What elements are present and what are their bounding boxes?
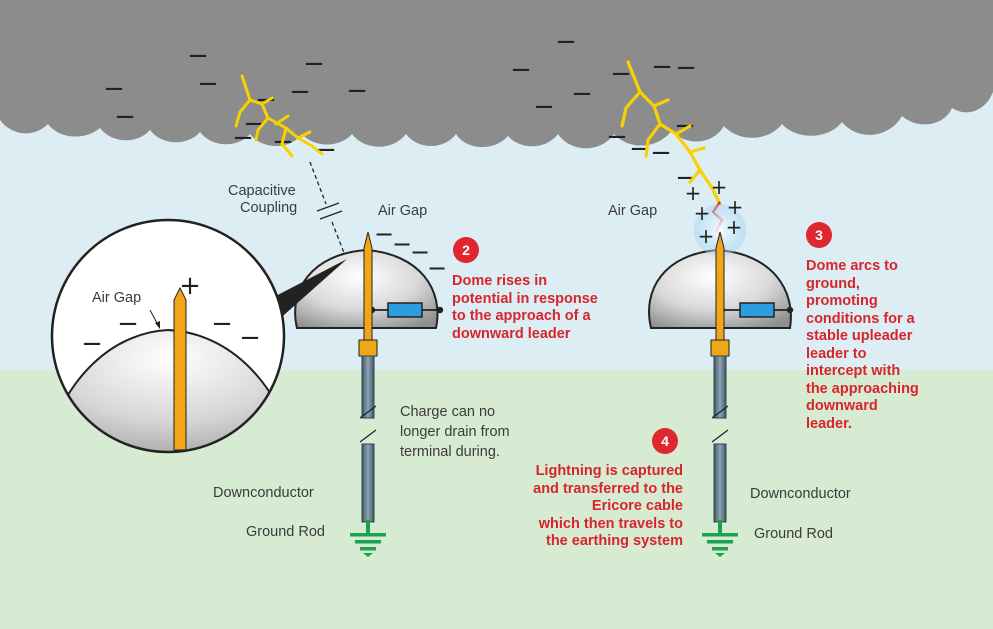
step-4-line-3: Ericore cable (591, 498, 683, 514)
terminal-base-left (358, 339, 378, 357)
cloud-minus-sign: − (187, 41, 209, 71)
cloud-minus-sign: − (232, 123, 254, 153)
step-3-line-7: intercept with (806, 363, 901, 379)
step-3-line-5: stable upleader (806, 328, 913, 344)
label-coupling: Coupling (240, 200, 298, 216)
label-ground-rod-right: Ground Rod (754, 526, 833, 542)
step-3-line-6: leader to (806, 345, 867, 362)
resistor-left (387, 302, 423, 318)
air-terminal-right (715, 231, 725, 341)
dome-minus-sign: − (427, 254, 447, 282)
cloud-minus-sign: − (289, 77, 311, 107)
step-2-line-2: potential in response (452, 290, 598, 307)
right-terminal-unit: ++++++ (648, 175, 794, 557)
cloud-minus-sign: − (675, 163, 697, 193)
step-4-line-4: which then travels to (538, 515, 683, 532)
zoom-negative-charges: −−−−+ (81, 271, 261, 359)
cloud-minus-sign: − (346, 76, 368, 106)
lightning-bolt-left (234, 74, 324, 158)
step-3-line-10: leader. (806, 415, 852, 432)
cloud-minus-sign: − (651, 52, 673, 82)
downconductor-left-lower (361, 443, 375, 523)
zoom-minus-sign: − (117, 309, 139, 339)
step-2-line-3: to the approach of a (452, 308, 591, 324)
cloud-minus-sign: − (315, 135, 337, 165)
resistor-right (739, 302, 775, 318)
plus-sign: + (694, 201, 711, 225)
label-air-gap-left: Air Gap (378, 203, 428, 219)
storm-cloud (0, 0, 993, 149)
step-3-line-2: ground, (806, 275, 860, 292)
cloud-minus-sign: − (610, 59, 632, 89)
step-4-text: Lightning is captured and transferred to… (533, 463, 683, 551)
zoom-minus-sign: − (239, 323, 261, 353)
label-downconductor-right: Downconductor (750, 486, 851, 502)
label-charge-2: longer drain from (400, 424, 510, 440)
step-4-line-1: Lightning is captured (535, 463, 683, 479)
capacitive-coupling-line (309, 161, 347, 259)
dome-minus-sign: − (392, 230, 412, 258)
step-2-line-4: downward leader (452, 325, 571, 342)
step-4-line-5: the earthing system (546, 533, 683, 549)
terminal-base-right (710, 339, 730, 357)
cloud-minus-sign: − (303, 49, 325, 79)
cloud-minus-sign: − (197, 69, 219, 99)
label-charge-3: terminal during. (400, 444, 500, 460)
cloud-minus-sign: − (555, 27, 577, 57)
step-3-line-9: downward (806, 398, 878, 414)
step-3-line-3: promoting (806, 293, 878, 309)
step-3-badge: 3 (806, 222, 832, 248)
cloud-minus-sign: − (243, 109, 265, 139)
plus-sign: + (711, 175, 728, 199)
zoom-plus-sign: + (179, 271, 201, 301)
step-4-line-2: and transferred to the (533, 480, 683, 497)
zoom-callout-wedge (268, 259, 347, 322)
step-3-line-8: the approaching (806, 380, 919, 397)
label-capacitive: Capacitive (228, 183, 296, 199)
earth-symbol-left (350, 520, 386, 557)
positive-charges: ++++++ (685, 175, 744, 248)
downconductor-left-upper (361, 355, 375, 419)
label-air-gap-zoom: Air Gap (92, 290, 142, 306)
cloud-minus-sign: − (103, 74, 125, 104)
step-4-badge: 4 (652, 428, 678, 454)
dome-left-negative-charges: −−−− (374, 220, 447, 282)
step-3-line-4: conditions for a (806, 310, 915, 327)
plus-sign: + (726, 215, 743, 239)
lightning-bolt-right (620, 60, 722, 206)
step-2-line-1: Dome rises in (452, 273, 548, 289)
label-ground-rod-left: Ground Rod (246, 524, 325, 540)
plus-sign: + (698, 224, 715, 248)
air-terminal-left (363, 231, 373, 341)
cloud-minus-sign: − (606, 122, 628, 152)
cloud-minus-sign: − (510, 55, 532, 85)
step-2-badge: 2 (453, 237, 479, 263)
label-charge-1: Charge can no (400, 404, 496, 420)
label-air-gap-right: Air Gap (608, 203, 658, 219)
zoom-terminal (173, 286, 187, 451)
cloud-minus-sign: − (533, 92, 555, 122)
plus-sign: + (685, 181, 702, 205)
downconductor-right-upper (713, 355, 727, 419)
cloud-minus-sign: − (571, 79, 593, 109)
cloud-minus-sign: − (675, 53, 697, 83)
dome-minus-sign: − (374, 220, 394, 248)
downconductor-right-lower (713, 443, 727, 523)
step-3-line-1: Dome arcs to (806, 258, 898, 274)
earth-symbol-right (702, 520, 738, 557)
plus-sign: + (727, 195, 744, 219)
cloud-minus-sign: − (650, 138, 672, 168)
zoom-minus-sign: − (211, 309, 233, 339)
label-downconductor-left: Downconductor (213, 485, 314, 501)
air-gap-glow (694, 204, 746, 256)
zoom-minus-sign: − (81, 329, 103, 359)
dome-minus-sign: − (410, 238, 430, 266)
cloud-minus-sign: − (114, 102, 136, 132)
